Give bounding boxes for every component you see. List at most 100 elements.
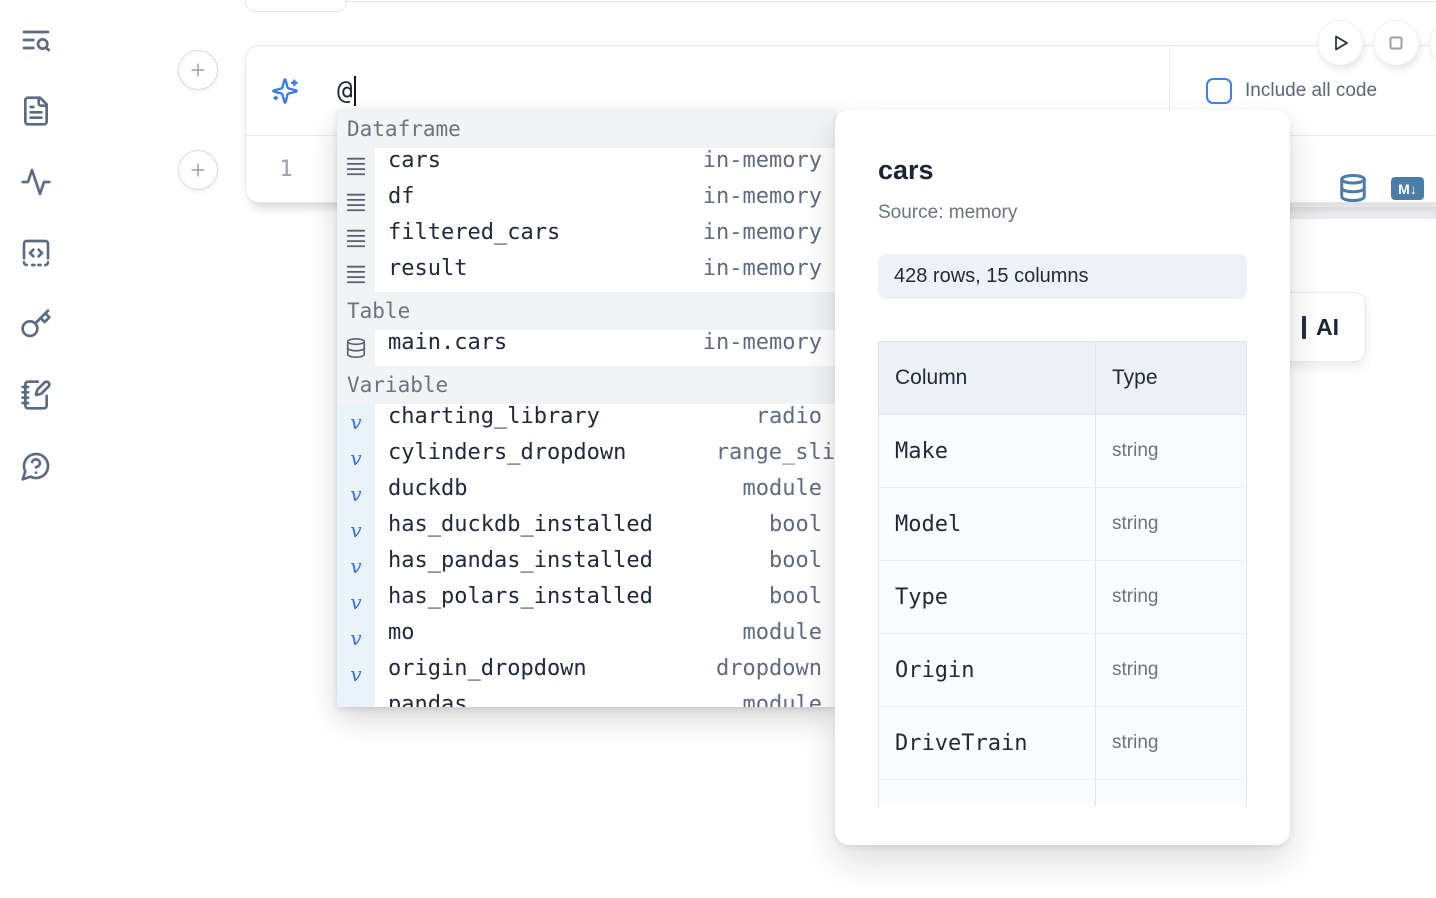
autocomplete-item-name: has_duckdb_installed	[388, 512, 653, 537]
column-name: Origin	[895, 657, 975, 683]
autocomplete-item[interactable]: result in-memory	[337, 256, 835, 292]
autocomplete-item-name: main.cars	[388, 330, 508, 355]
autocomplete-item-name: has_pandas_installed	[388, 548, 653, 573]
sidebar-item-snippets[interactable]	[20, 237, 52, 269]
variable-icon: v	[337, 476, 375, 512]
column-name: Type	[895, 584, 948, 610]
autocomplete-item-type: in-memory	[702, 256, 822, 281]
sidebar-item-file-explorer[interactable]	[20, 24, 52, 56]
stop-cell-button[interactable]	[1374, 21, 1418, 65]
autocomplete-item[interactable]: v duckdb module	[337, 476, 835, 512]
ai-prompt-input[interactable]: @	[246, 46, 1169, 135]
autocomplete-item-name: origin_dropdown	[388, 656, 587, 681]
column-type: string	[1112, 659, 1159, 680]
add-cell-above-button[interactable]	[178, 50, 218, 90]
column-type: string	[1112, 732, 1159, 753]
autocomplete-item-type: module	[742, 620, 822, 645]
sparkles-icon	[271, 77, 299, 105]
autocomplete-item[interactable]: df in-memory	[337, 184, 835, 220]
column-header: Column	[879, 342, 1096, 415]
autocomplete-item-name: duckdb	[388, 476, 468, 501]
partial-next-row	[879, 779, 1246, 806]
variable-icon: v	[337, 692, 375, 707]
previous-cell-bottom-edge	[245, 0, 347, 12]
stop-icon	[1384, 31, 1408, 55]
sidebar-item-scratchpad[interactable]	[20, 379, 52, 411]
column-row: Type string	[879, 560, 1246, 634]
autocomplete-item[interactable]: filtered_cars in-memory	[337, 220, 835, 256]
autocomplete-item[interactable]: main.cars in-memory	[337, 330, 835, 366]
autocomplete-section-header: Table	[337, 292, 835, 330]
variable-icon: v	[337, 584, 375, 620]
play-icon	[1328, 31, 1352, 55]
text-search-icon	[20, 24, 52, 56]
variable-icon: v	[337, 620, 375, 656]
autocomplete-item[interactable]: v cylinders_dropdown range_sli	[337, 440, 835, 476]
marimo-notebook: { "colors": { "accent_blue": "#3b82f6", …	[21, 0, 1436, 845]
help-circle-icon	[20, 450, 52, 482]
autocomplete-section-header: Variable	[337, 366, 835, 404]
line-number: 1	[279, 156, 293, 182]
add-cell-below-button[interactable]	[178, 150, 218, 190]
column-type: string	[1112, 513, 1159, 534]
autocomplete-item-name: charting_library	[388, 404, 600, 429]
dataframe-preview-panel: cars Source: memory 428 rows, 15 columns…	[835, 110, 1290, 845]
database-button[interactable]	[1338, 173, 1368, 203]
sidebar-item-help[interactable]	[20, 450, 52, 482]
autocomplete-item[interactable]: v has_duckdb_installed bool	[337, 512, 835, 548]
autocomplete-item-type: module	[742, 476, 822, 501]
column-type: string	[1112, 586, 1159, 607]
autocomplete-item-type: dropdown	[716, 656, 822, 681]
sidebar	[0, 0, 92, 898]
table-database-icon	[337, 330, 375, 366]
include-all-code-label: Include all code	[1245, 79, 1378, 101]
autocomplete-item-type: bool	[769, 512, 822, 537]
autocomplete-item[interactable]: v mo module	[337, 620, 835, 656]
column-type: string	[1112, 440, 1159, 461]
autocomplete-item-type: bool	[769, 548, 822, 573]
text-cursor	[353, 75, 356, 106]
autocomplete-dropdown: Dataframe cars in-memory df in-memory fi…	[337, 110, 835, 707]
preview-title: cars	[878, 155, 934, 185]
column-name: Make	[895, 438, 948, 464]
variable-icon: v	[337, 512, 375, 548]
sidebar-item-variables[interactable]	[20, 166, 52, 198]
autocomplete-item[interactable]: v has_pandas_installed bool	[337, 548, 835, 584]
dataframe-icon	[337, 184, 375, 220]
column-header: Type	[1095, 342, 1246, 415]
column-row: Origin string	[879, 633, 1246, 707]
run-cell-button[interactable]	[1318, 21, 1362, 65]
variable-icon: v	[337, 440, 375, 476]
autocomplete-item-type: bool	[769, 584, 822, 609]
autocomplete-item[interactable]: v origin_dropdown dropdown	[337, 656, 835, 692]
plus-icon	[188, 160, 208, 180]
clipped-run-button[interactable]	[1430, 21, 1436, 65]
column-row: Make string	[879, 414, 1246, 488]
prompt-text: @	[337, 75, 353, 106]
sidebar-item-secrets[interactable]	[20, 308, 52, 340]
autocomplete-item[interactable]: v charting_library radio	[337, 404, 835, 440]
sidebar-item-documentation[interactable]	[20, 95, 52, 127]
database-icon	[1338, 173, 1368, 203]
dataframe-icon	[337, 148, 375, 184]
autocomplete-item[interactable]: v has_polars_installed bool	[337, 584, 835, 620]
plus-icon	[188, 60, 208, 80]
activity-icon	[20, 166, 52, 198]
autocomplete-item[interactable]: cars in-memory	[337, 148, 835, 184]
autocomplete-item-name: df	[388, 184, 415, 209]
autocomplete-item-name: filtered_cars	[388, 220, 561, 245]
code-editor-row[interactable]: 1	[246, 136, 1436, 202]
autocomplete-item-name: cars	[388, 148, 441, 173]
markdown-icon[interactable]: M↓	[1391, 177, 1424, 200]
column-name: Model	[895, 511, 962, 537]
file-text-icon	[20, 95, 52, 127]
shape-badge: 428 rows, 15 columns	[878, 254, 1247, 299]
autocomplete-item-name: has_polars_installed	[388, 584, 653, 609]
include-all-code-checkbox[interactable]	[1206, 77, 1232, 104]
autocomplete-item-type: module	[742, 692, 822, 707]
ai-button-label: AI	[1316, 313, 1339, 340]
autocomplete-item[interactable]: v pandas module	[337, 692, 835, 707]
column-name: DriveTrain	[895, 730, 1028, 756]
autocomplete-item-type: range_sli	[715, 440, 835, 465]
